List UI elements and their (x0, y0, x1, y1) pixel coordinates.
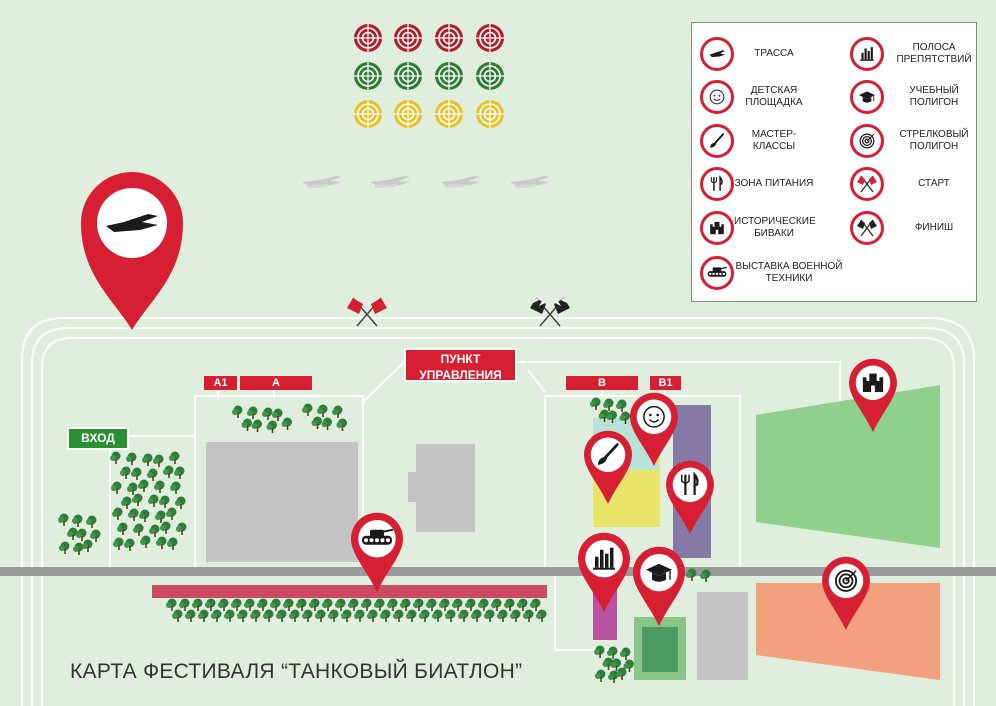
legend-item-label: ВЫСТАВКА ВОЕННОЙ ТЕХНИКИ (735, 261, 843, 284)
legend-item-label: ФИНИШ (914, 222, 954, 233)
map-title: КАРТА ФЕСТИВАЛЯ “ТАНКОВЫЙ БИАТЛОН” (70, 660, 523, 683)
site-lines (109, 361, 841, 651)
legend-panel: ТРАССА ДЕТСКАЯ ПЛОЩАДКА МАСТЕР-КЛАССЫ ЗОНА … (691, 22, 977, 302)
shooting-zone (756, 583, 940, 680)
legend-item: ИСТОРИЧЕСКИЕ БИВАКИ (700, 211, 816, 245)
control-point-line1: ПУНКТ (440, 352, 481, 366)
children-playground-pin (630, 392, 678, 466)
legend-item: ТРАССА (700, 37, 814, 71)
shooting-range-pin (822, 556, 870, 630)
bivouac-pin (849, 358, 897, 432)
legend-item-label: ПОЛОСА ПРЕПЯТСТВИЙ (896, 42, 972, 65)
start-flags-icon (850, 167, 884, 201)
legend-item-label: ИСТОРИЧЕСКИЕ БИВАКИ (734, 216, 816, 239)
legend-item-label: МАСТЕР-КЛАССЫ (751, 129, 797, 152)
legend-item-label: УЧЕБНЫЙ ПОЛИГОН (909, 85, 959, 108)
target-icon (394, 24, 422, 52)
legend-item: ЗОНА ПИТАНИЯ (700, 167, 814, 201)
legend-item: ДЕТСКАЯ ПЛОЩАДКА (700, 80, 814, 114)
legend-item: УЧЕБНЫЙ ПОЛИГОН (850, 80, 984, 114)
child-face-icon (700, 80, 734, 114)
legend-item-label: СТАРТ (918, 178, 950, 189)
target-grid (354, 24, 504, 128)
brush-icon (700, 124, 734, 158)
legend-item: ПОЛОСА ПРЕПЯТСТВИЙ (850, 37, 984, 71)
building-a (206, 442, 358, 562)
building-center (416, 444, 475, 532)
sector-a-label: A (240, 376, 312, 390)
track-icon (700, 37, 734, 71)
control-point-label: ПУНКТ УПРАВЛЕНИЯ (404, 348, 517, 382)
legend-item: СТАРТ (850, 167, 984, 201)
race-track (21, 317, 975, 706)
building-right (697, 592, 748, 680)
target-icon (354, 100, 382, 128)
master-class-pin (584, 430, 632, 504)
legend-item: СТРЕЛКОВЫЙ ПОЛИГОН (850, 124, 984, 158)
sector-b1-label: B1 (650, 376, 681, 390)
legend-item-label: ДЕТСКАЯ ПЛОЩАДКА (745, 85, 803, 108)
obstacle-course-pin (578, 532, 630, 612)
map-pins (351, 358, 897, 630)
control-point-line2: УПРАВЛЕНИЯ (419, 368, 502, 382)
target-icon (354, 24, 382, 52)
target-icon (435, 62, 463, 90)
legend-item-label: СТРЕЛКОВЫЙ ПОЛИГОН (899, 129, 969, 152)
sector-a1-label: A1 (204, 376, 237, 390)
target-icon (476, 62, 504, 90)
main-road (0, 567, 996, 576)
legend-item-label: ТРАССА (754, 48, 794, 59)
start-flags-marker (347, 297, 387, 327)
tank-silhouettes (302, 176, 550, 188)
legend-item: ВЫСТАВКА ВОЕННОЙ ТЕХНИКИ (700, 256, 844, 290)
legend-item: ФИНИШ (850, 211, 984, 245)
bar-chart-icon (850, 37, 884, 71)
target-icon (394, 100, 422, 128)
legend-item: МАСТЕР-КЛАССЫ (700, 124, 814, 158)
exhibition-pin (351, 512, 403, 592)
target-icon (394, 62, 422, 90)
sector-b-label: B (566, 376, 638, 390)
target-icon (435, 100, 463, 128)
target-icon (435, 24, 463, 52)
graduation-cap-icon (850, 80, 884, 114)
target-icon (476, 24, 504, 52)
castle-icon (700, 211, 734, 245)
legend-item-label: ЗОНА ПИТАНИЯ (734, 178, 814, 189)
target-icon (354, 62, 382, 90)
target-icon (850, 124, 884, 158)
finish-flags-marker (530, 297, 570, 327)
target-icon (476, 100, 504, 128)
fork-knife-icon (700, 167, 734, 201)
training-ground-pin (633, 546, 685, 626)
food-zone-pin (666, 460, 714, 534)
exhibition-strip (152, 585, 547, 598)
bivouac-zone (756, 385, 940, 548)
armored-vehicle-icon (700, 256, 734, 290)
track-big-pin (81, 172, 183, 330)
finish-flags-icon (850, 211, 884, 245)
entrance-label: ВХОД (67, 427, 129, 450)
